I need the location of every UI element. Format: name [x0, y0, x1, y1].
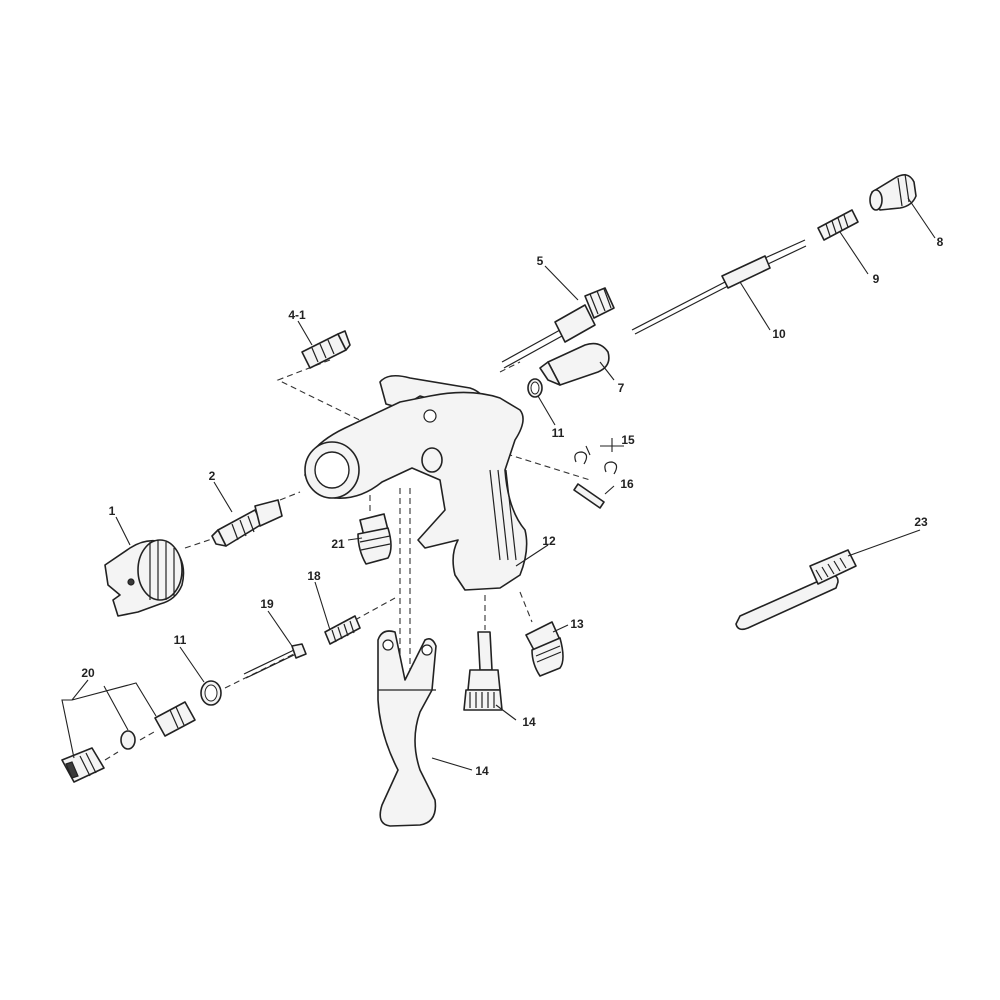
part-15-clips	[574, 451, 618, 475]
label-part-16: 16	[620, 477, 634, 491]
label-part-12: 12	[542, 534, 556, 548]
label-part-20: 20	[81, 666, 95, 680]
part-9-spring	[817, 209, 859, 241]
label-part-4-1: 4-1	[288, 308, 306, 322]
part-11-oring-lower	[200, 680, 222, 706]
part-14-adjust-valve	[463, 631, 503, 711]
part-11-oring-upper	[527, 378, 543, 398]
label-part-7: 7	[618, 381, 625, 395]
label-part-18: 18	[307, 569, 321, 583]
leader-lines	[61, 197, 936, 771]
part-12-gun-body	[304, 374, 528, 591]
label-part-14-lower: 14	[475, 764, 489, 778]
part-19-valve-stem	[243, 643, 307, 679]
label-part-9: 9	[873, 272, 880, 286]
part-labels: 1 2 4-1 5 7 8 9 10 11 11 12 13 14 14 15 …	[81, 235, 943, 778]
part-23-brush	[735, 549, 857, 631]
part-14-trigger	[377, 630, 437, 827]
label-part-1: 1	[109, 504, 116, 518]
part-4-1-fitting	[301, 330, 351, 369]
part-8-knob	[869, 173, 917, 211]
part-7-valve-body	[539, 342, 610, 386]
label-part-15: 15	[621, 433, 635, 447]
part-21-fitting	[357, 513, 392, 565]
label-part-21: 21	[331, 537, 345, 551]
part-18-spring	[324, 615, 361, 645]
label-part-19: 19	[260, 597, 274, 611]
part-10-needle	[631, 239, 807, 335]
part-16-pin	[573, 483, 605, 509]
label-part-11-upper: 11	[552, 426, 565, 440]
label-part-8: 8	[937, 235, 944, 249]
label-part-13: 13	[570, 617, 584, 631]
label-part-2: 2	[209, 469, 216, 483]
label-part-10: 10	[772, 327, 786, 341]
part-20-air-valve-assembly	[61, 701, 196, 783]
label-part-11-lower: 11	[174, 633, 187, 647]
part-air-cap	[104, 539, 185, 617]
part-5-valve	[501, 287, 615, 369]
label-part-14-upper: 14	[522, 715, 536, 729]
label-part-5: 5	[537, 254, 544, 268]
part-fluid-nozzle	[211, 499, 283, 547]
part-13-air-fitting	[525, 621, 564, 677]
label-part-23: 23	[914, 515, 928, 529]
